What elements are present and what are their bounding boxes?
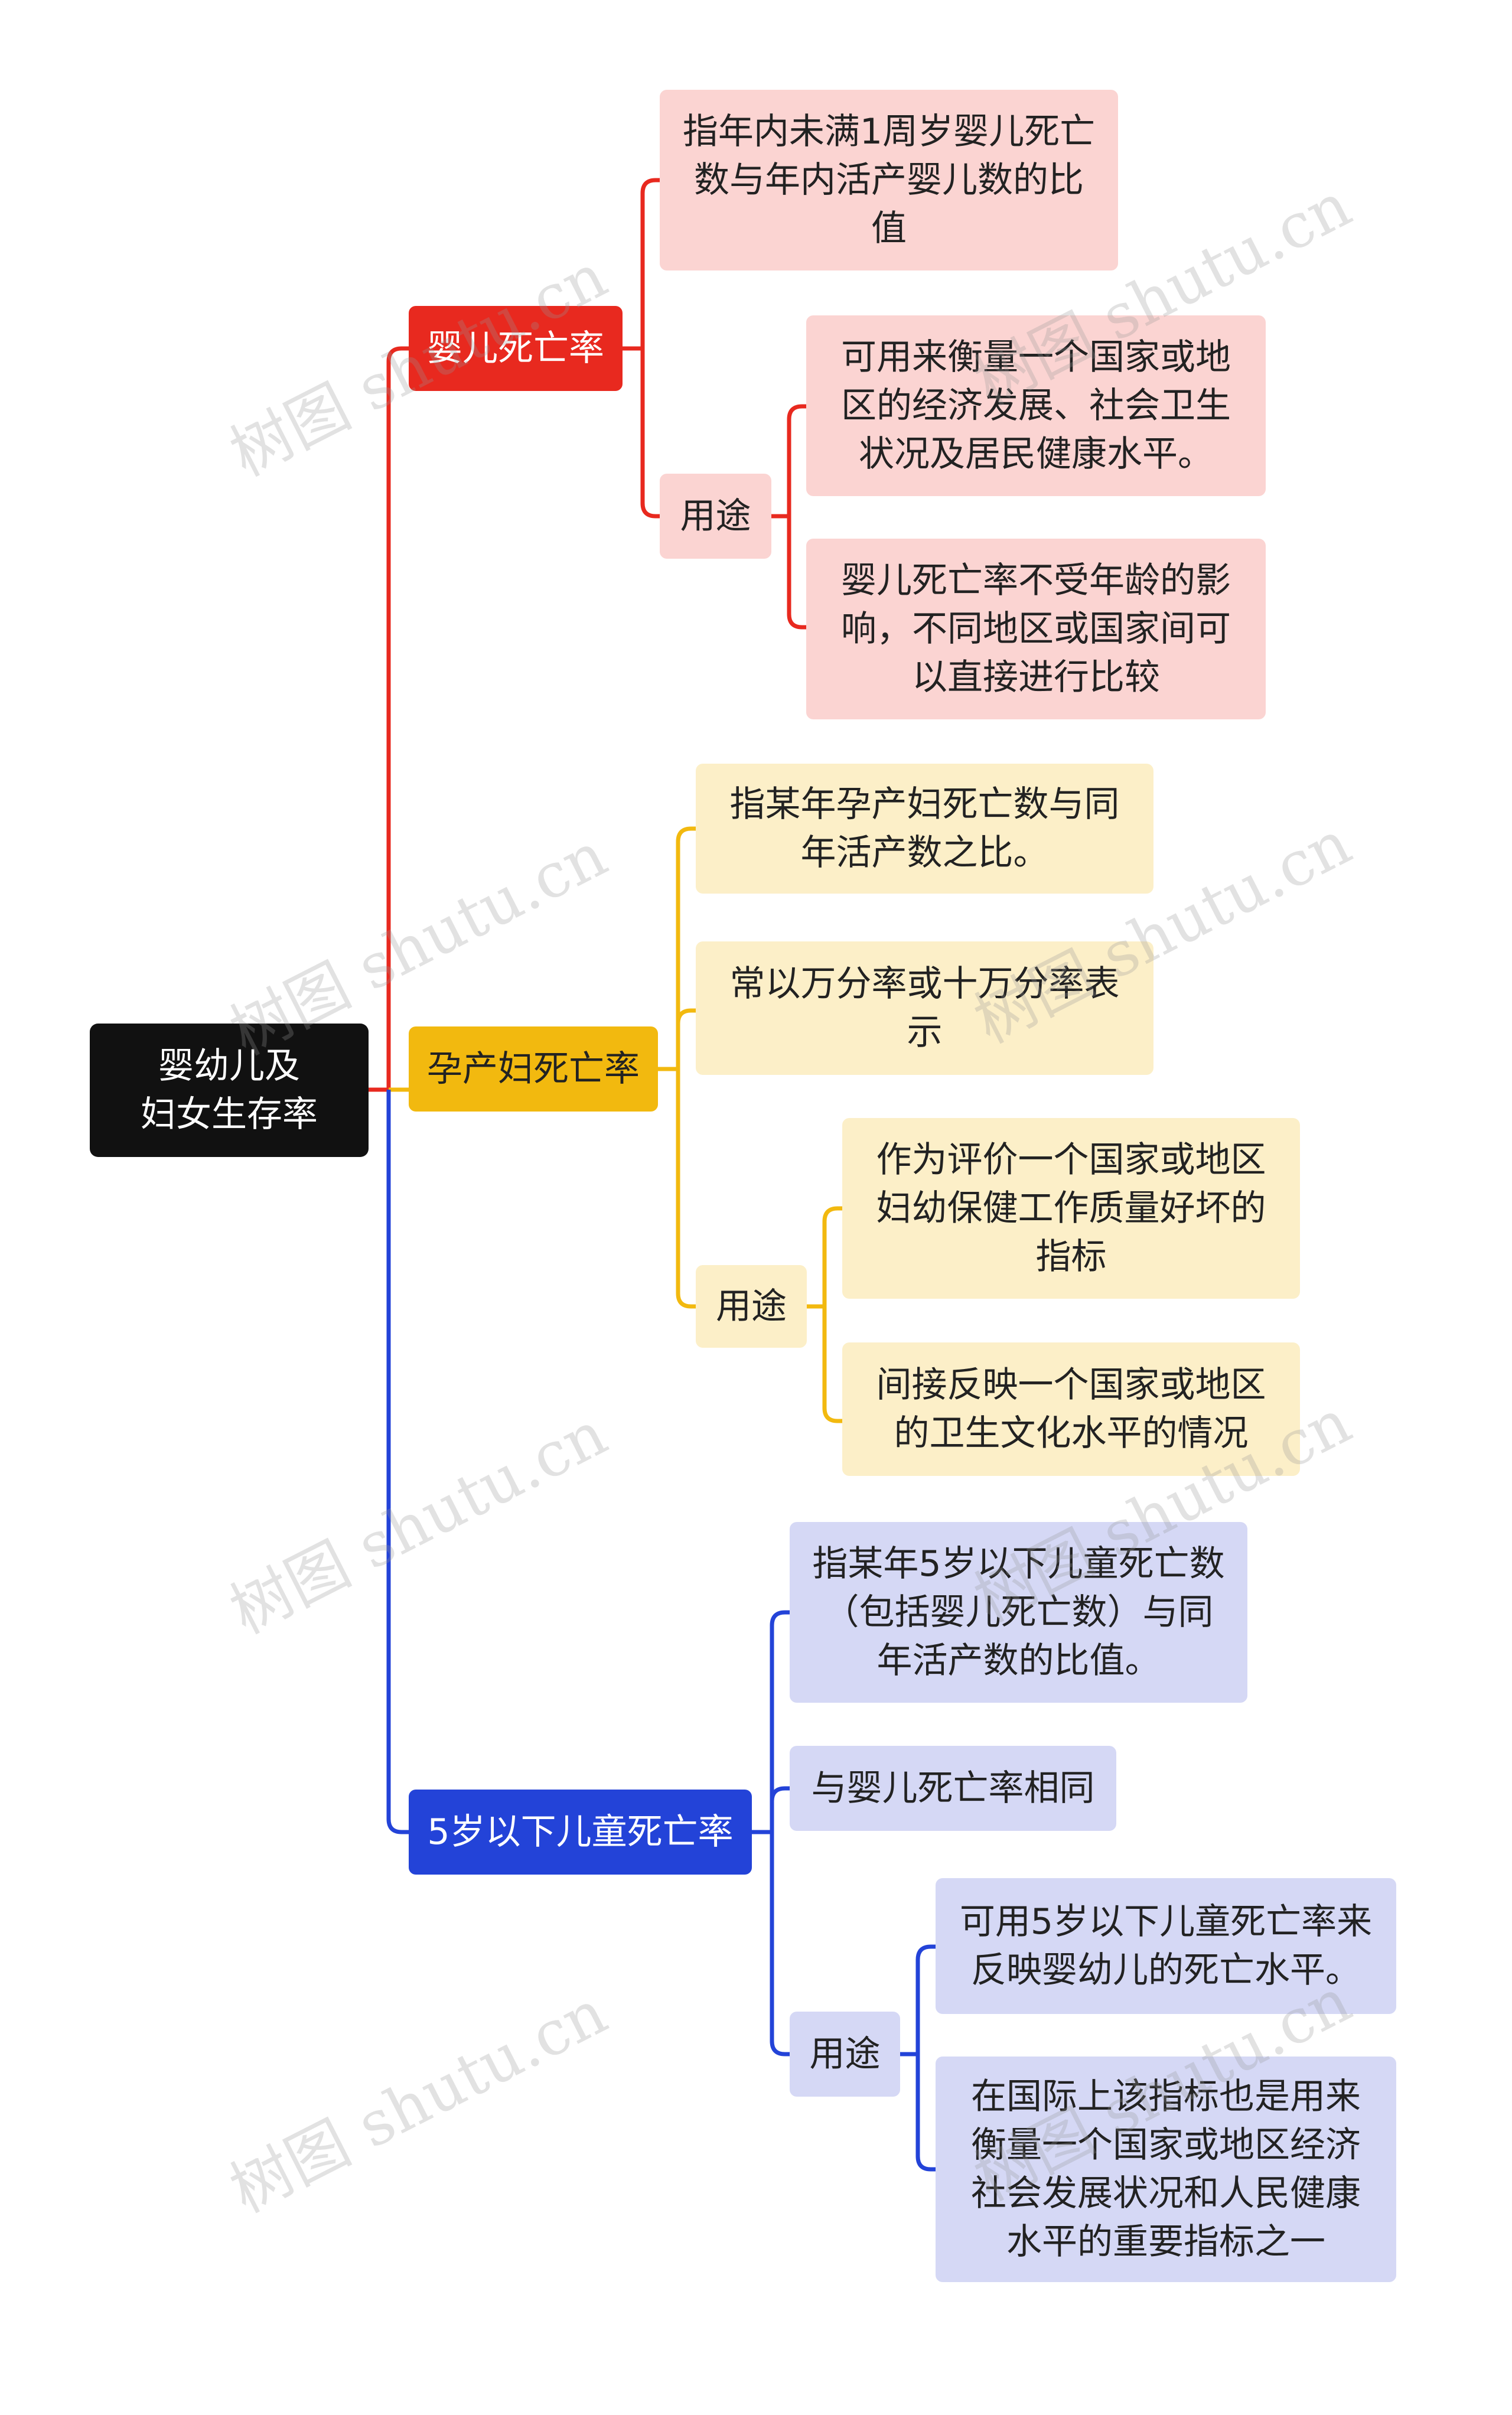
infant-mortality-definition[interactable]: 指年内未满1周岁婴儿死亡 数与年内活产婴儿数的比 值 <box>660 90 1118 270</box>
maternal-mortality-usage-1[interactable]: 作为评价一个国家或地区 妇幼保健工作质量好坏的 指标 <box>842 1118 1300 1299</box>
maternal-mortality-usage-2[interactable]: 间接反映一个国家或地区 的卫生文化水平的情况 <box>842 1342 1300 1476</box>
under5-mortality-usage-1[interactable]: 可用5岁以下儿童死亡率来 反映婴幼儿的死亡水平。 <box>936 1878 1396 2014</box>
under5-mortality-usage-label[interactable]: 用途 <box>790 2012 900 2097</box>
branch-under5-mortality[interactable]: 5岁以下儿童死亡率 <box>409 1790 752 1875</box>
under5-mortality-usage-2[interactable]: 在国际上该指标也是用来 衡量一个国家或地区经济 社会发展状况和人民健康 水平的重… <box>936 2057 1396 2282</box>
branch-infant-mortality[interactable]: 婴儿死亡率 <box>409 306 623 391</box>
branch-maternal-mortality[interactable]: 孕产妇死亡率 <box>409 1026 658 1112</box>
root-node[interactable]: 婴幼儿及 妇女生存率 <box>90 1024 369 1157</box>
maternal-mortality-usage-label[interactable]: 用途 <box>696 1265 807 1348</box>
infant-mortality-usage-label[interactable]: 用途 <box>660 474 771 559</box>
under5-mortality-same[interactable]: 与婴儿死亡率相同 <box>790 1746 1116 1831</box>
under5-mortality-definition[interactable]: 指某年5岁以下儿童死亡数 （包括婴儿死亡数）与同 年活产数的比值。 <box>790 1522 1247 1703</box>
infant-mortality-usage-2[interactable]: 婴儿死亡率不受年龄的影 响，不同地区或国家间可 以直接进行比较 <box>806 539 1266 719</box>
infant-mortality-usage-1[interactable]: 可用来衡量一个国家或地 区的经济发展、社会卫生 状况及居民健康水平。 <box>806 315 1266 496</box>
maternal-mortality-unit[interactable]: 常以万分率或十万分率表 示 <box>696 941 1153 1075</box>
maternal-mortality-definition[interactable]: 指某年孕产妇死亡数与同 年活产数之比。 <box>696 764 1153 894</box>
